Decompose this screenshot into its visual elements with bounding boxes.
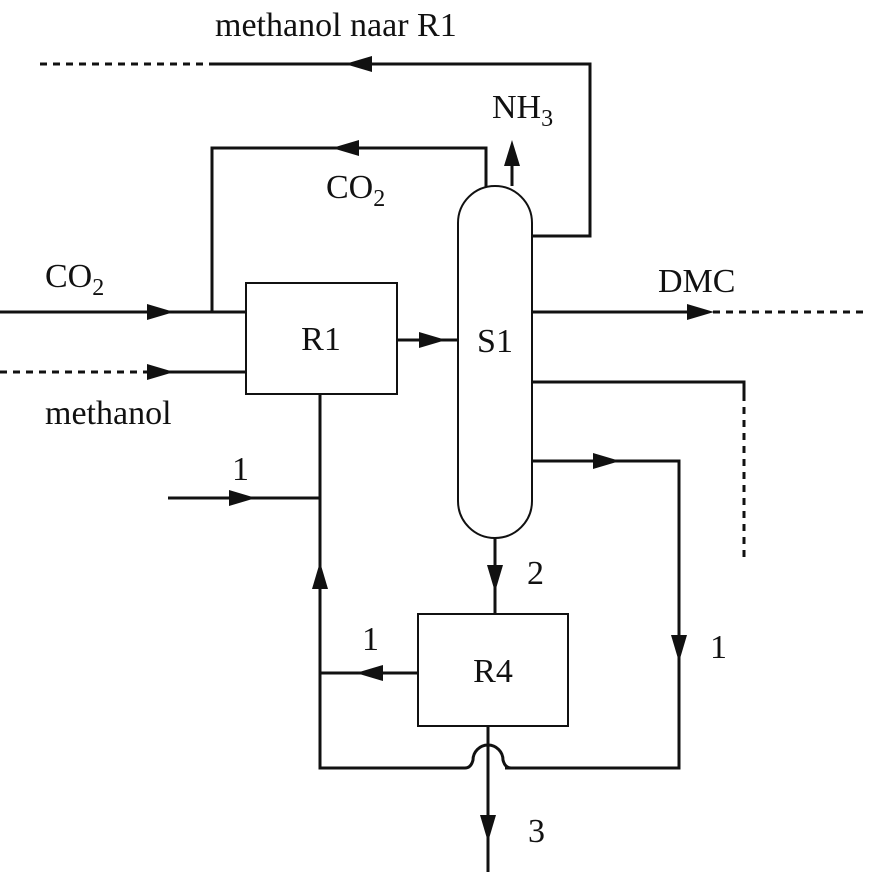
co2-feed-label: CO2	[45, 258, 104, 301]
s1-to-r4-arrow	[487, 565, 503, 592]
r4-to-return-arrow	[356, 665, 383, 681]
dmc-arrow	[687, 304, 714, 320]
r4-label: R4	[473, 653, 513, 690]
r1-label: R1	[301, 321, 341, 358]
stream-3-label: 3	[528, 813, 545, 850]
nh3-label: NH3	[492, 89, 553, 132]
stream-2-label: 2	[527, 555, 544, 592]
co2-feed-arrow	[147, 304, 174, 320]
dmc-label: DMC	[658, 263, 735, 300]
right-loop-down-arrow	[671, 635, 687, 662]
r1-reactor-box	[245, 282, 398, 395]
nh3-outlet-arrow	[504, 140, 520, 166]
stream-1-left-label: 1	[232, 451, 249, 488]
methanol-recycle-label: methanol naar R1	[215, 7, 457, 44]
s1-label: S1	[477, 323, 513, 360]
stream-1-left-arrow	[229, 490, 256, 506]
stream-1-r4-label: 1	[362, 621, 379, 658]
stream-1-right-label: 1	[710, 629, 727, 666]
left-return-up-arrow	[312, 562, 328, 589]
methanol-feed-arrow	[147, 364, 174, 380]
side-outlet-line	[532, 380, 746, 394]
r4-reactor-box	[417, 613, 569, 727]
co2-recycle-label: CO2	[326, 169, 385, 212]
methanol-feed-label: methanol	[45, 395, 172, 432]
r1-to-s1-arrow	[419, 332, 446, 348]
methanol-recycle-arrow	[345, 56, 372, 72]
co2-recycle-arrow	[332, 140, 359, 156]
methanol-recycle-line	[210, 62, 592, 238]
r4-outlet-arrow	[480, 815, 496, 842]
s1-column	[457, 185, 533, 539]
left-return-line	[318, 394, 465, 770]
right-loop-top-arrow	[593, 453, 620, 469]
